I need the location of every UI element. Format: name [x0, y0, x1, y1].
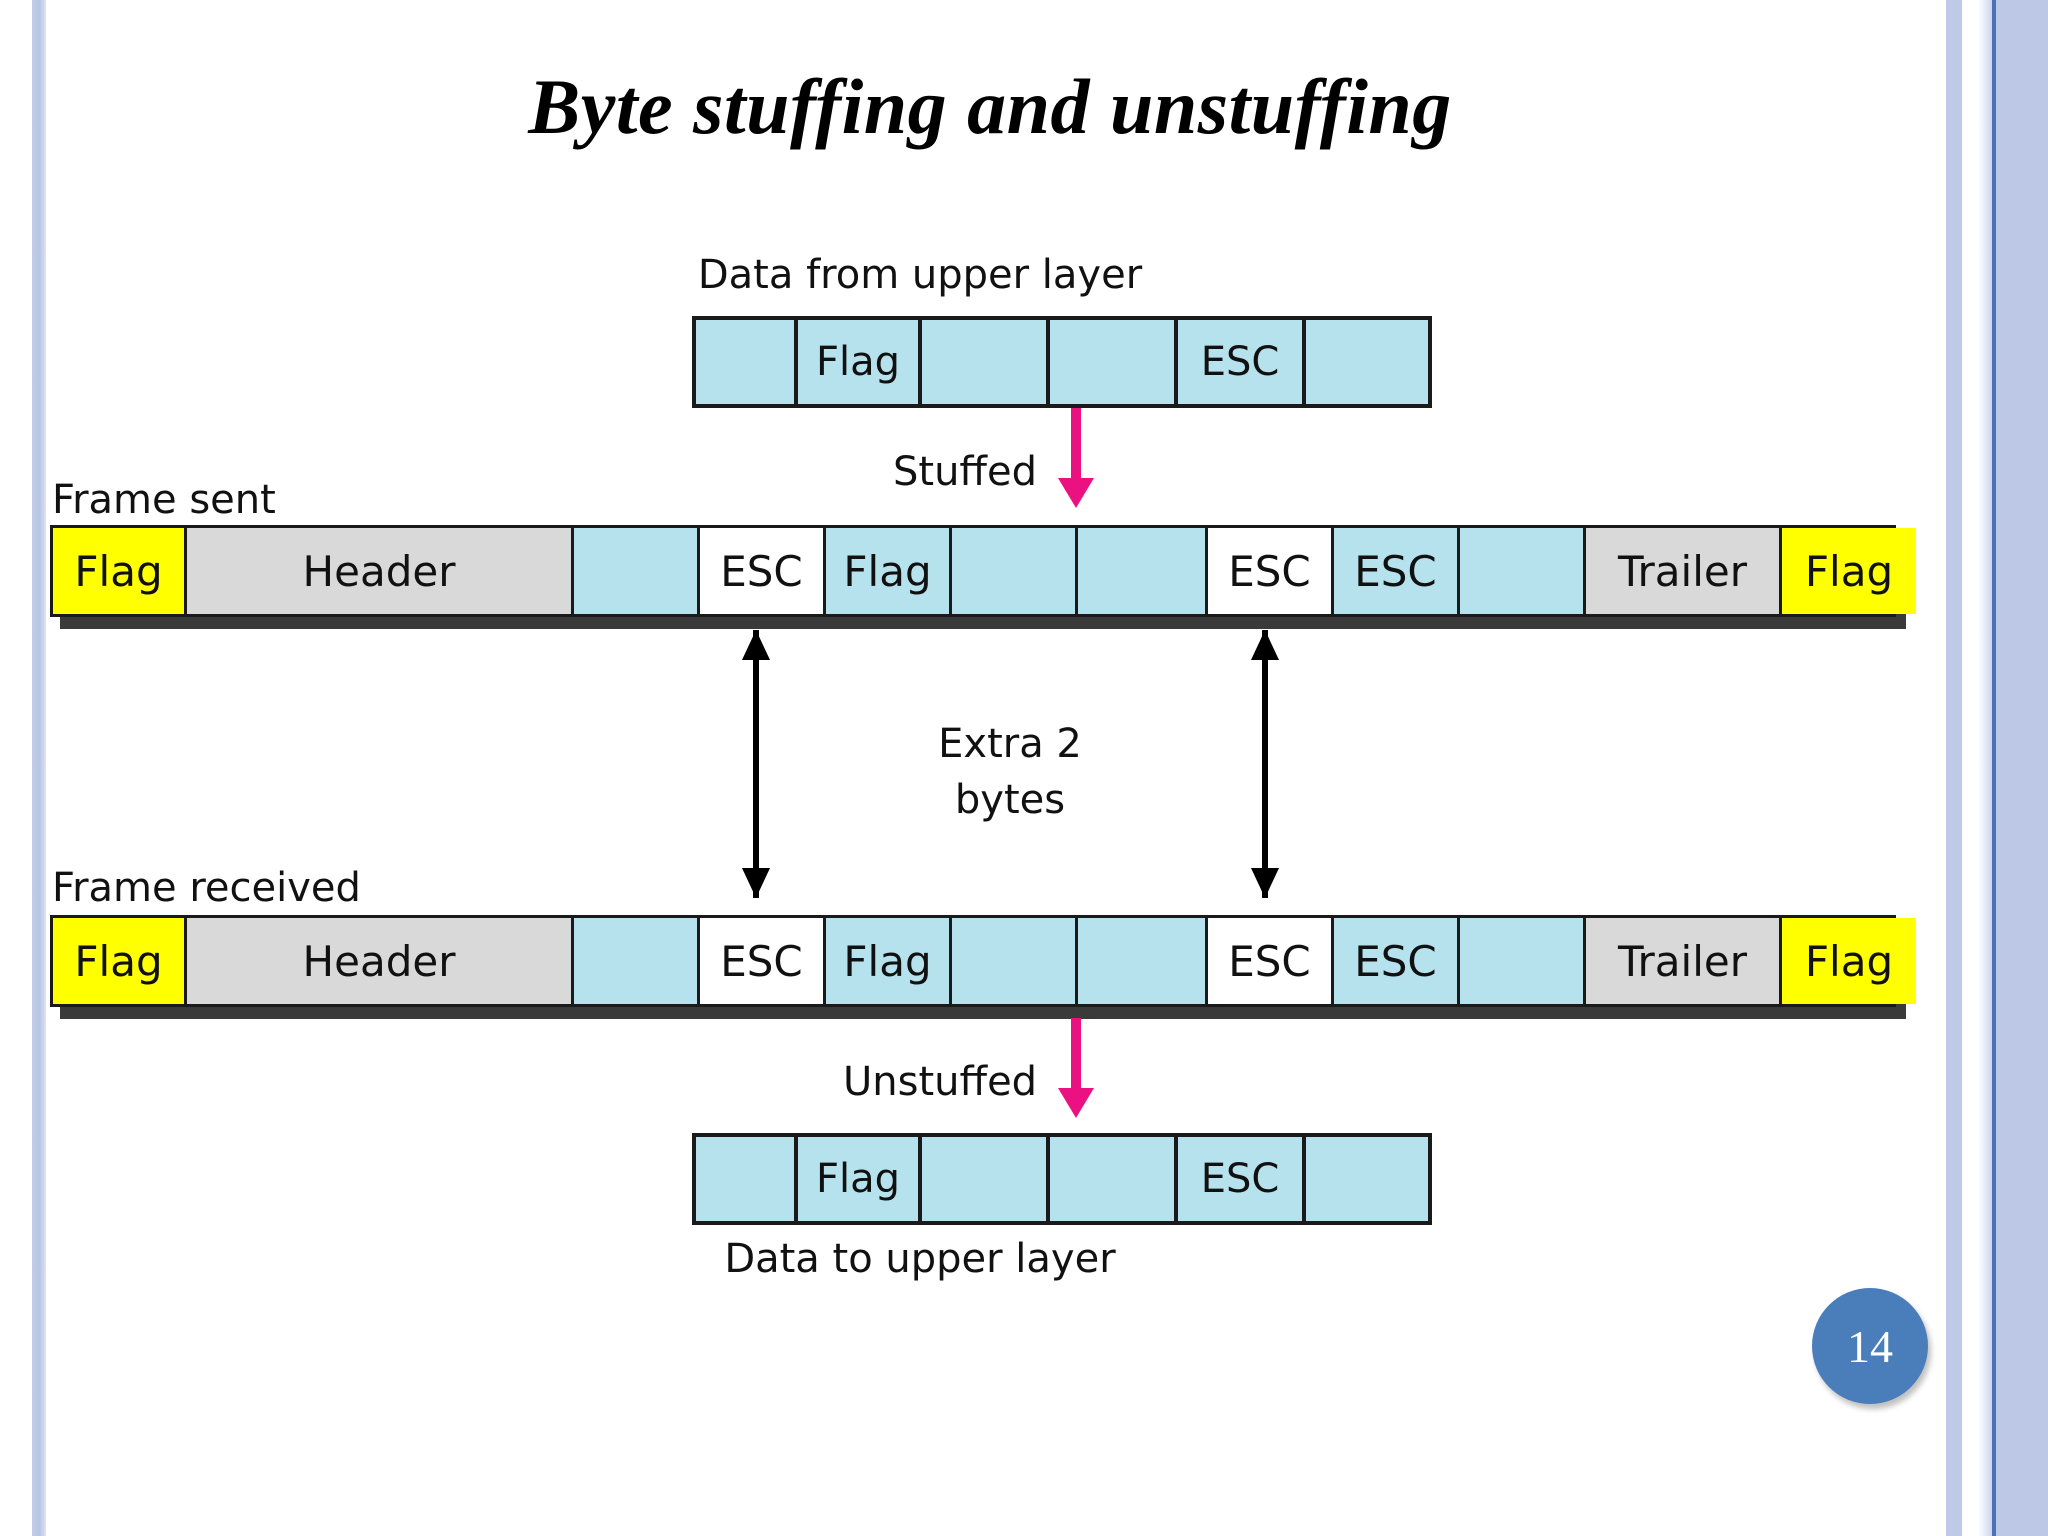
cell-flag: Flag — [826, 918, 952, 1004]
cell-empty — [922, 1137, 1050, 1221]
cell-empty — [952, 528, 1078, 614]
label-extra-bytes-line1: Extra 2 — [938, 721, 1082, 767]
extra-bytes-arrow-right-icon — [1251, 630, 1279, 898]
unstuffed-arrow-icon — [1058, 1018, 1094, 1118]
cell-flag: Flag — [53, 528, 187, 614]
cell-empty — [696, 1137, 798, 1221]
data-to-upper-layer-row: Flag ESC — [692, 1133, 1432, 1225]
right-stripe-blue-rule — [1992, 0, 1996, 1536]
right-stripe-gradient — [1978, 0, 1992, 1536]
cell-esc: ESC — [1334, 528, 1460, 614]
cell-empty — [1306, 1137, 1428, 1221]
page-number-badge: 14 — [1812, 1288, 1928, 1404]
label-data-to-upper-layer: Data to upper layer — [724, 1236, 1116, 1282]
extra-bytes-arrow-left-icon — [742, 630, 770, 898]
right-stripe-inner-lavender — [1996, 0, 2048, 1536]
cell-empty — [922, 320, 1050, 404]
cell-flag: Flag — [826, 528, 952, 614]
cell-esc: ESC — [1178, 320, 1306, 404]
cell-flag: Flag — [798, 320, 922, 404]
label-frame-received: Frame received — [52, 865, 361, 911]
cell-empty — [574, 528, 700, 614]
cell-esc: ESC — [1334, 918, 1460, 1004]
right-stripe-outer-lavender — [1946, 0, 1962, 1536]
cell-esc: ESC — [700, 918, 826, 1004]
cell-esc: ESC — [1208, 918, 1334, 1004]
cell-empty — [952, 918, 1078, 1004]
slide-left-edge-stripe — [32, 0, 46, 1536]
data-from-upper-layer-row: Flag ESC — [692, 316, 1432, 408]
right-stripe-white-gap — [1962, 0, 1978, 1536]
cell-empty — [1050, 320, 1178, 404]
label-data-from-upper-layer: Data from upper layer — [697, 252, 1143, 298]
slide-right-edge-stripes — [1938, 0, 2048, 1536]
cell-flag: Flag — [798, 1137, 922, 1221]
cell-empty — [574, 918, 700, 1004]
cell-empty — [1306, 320, 1428, 404]
page-number-text: 14 — [1847, 1320, 1893, 1372]
stuffed-arrow-icon — [1058, 408, 1094, 508]
page-title: Byte stuffing and unstuffing — [528, 63, 1452, 150]
cell-trailer: Trailer — [1586, 528, 1782, 614]
cell-flag: Flag — [1782, 918, 1916, 1004]
cell-flag: Flag — [53, 918, 187, 1004]
cell-empty — [1050, 1137, 1178, 1221]
cell-esc: ESC — [700, 528, 826, 614]
label-extra-bytes-line2: bytes — [954, 777, 1066, 823]
cell-esc: ESC — [1208, 528, 1334, 614]
cell-header: Header — [187, 528, 574, 614]
label-unstuffed: Unstuffed — [843, 1059, 1038, 1105]
label-frame-sent: Frame sent — [52, 477, 276, 523]
cell-trailer: Trailer — [1586, 918, 1782, 1004]
cell-empty — [1460, 528, 1586, 614]
cell-empty — [1078, 528, 1208, 614]
cell-header: Header — [187, 918, 574, 1004]
label-stuffed: Stuffed — [893, 449, 1037, 495]
cell-empty — [1460, 918, 1586, 1004]
cell-flag: Flag — [1782, 528, 1916, 614]
cell-esc: ESC — [1178, 1137, 1306, 1221]
cell-empty — [1078, 918, 1208, 1004]
cell-empty — [696, 320, 798, 404]
